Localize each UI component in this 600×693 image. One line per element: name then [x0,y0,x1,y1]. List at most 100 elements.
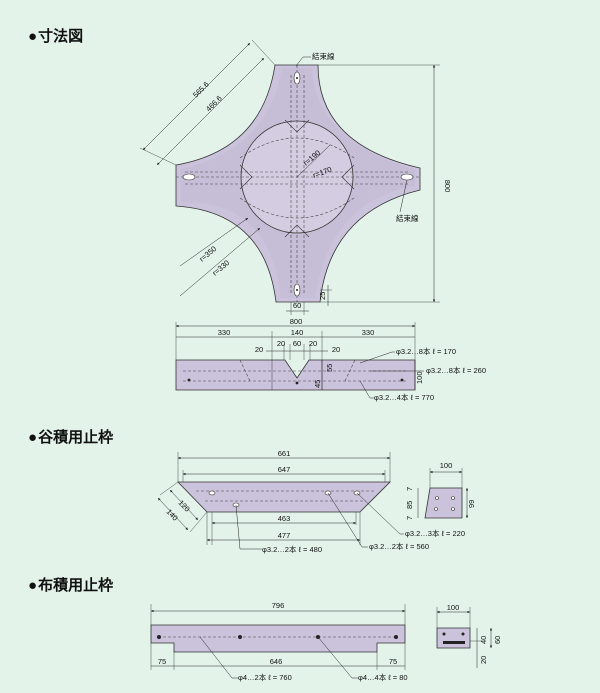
nuno-frame-view: 796 75 646 75 φ4…2本 ℓ = 760 φ4…4本 ℓ = 80… [150,601,502,682]
notch-bottom [284,224,310,238]
dim-466-label: 466.6 [204,94,224,114]
hole [435,496,439,500]
hole [238,635,242,639]
elevation-body [175,359,416,391]
heading-dimension-drawing: ●寸法図 [28,25,83,46]
dim-120-label: 120 [177,498,192,513]
dim-20-label: 20 [255,345,263,354]
notch-right [341,164,355,190]
nuno-bar-b-label: φ4…4本 ℓ = 80 [358,672,408,682]
plan-view: 565.6 466.6 結束線 結束線 r=190 r=170 r=350 r=… [139,39,452,315]
ext-line [189,511,208,533]
bar1-label: φ3.2…8本 ℓ = 170 [396,346,456,356]
sec-85-label: 85 [405,501,414,509]
notch-left [239,164,253,190]
dim-565-label: 565.6 [191,80,211,100]
nuno-section-bar [443,641,465,644]
bullet-icon: ● [28,429,38,446]
hole [295,381,299,385]
dim-646-label: 646 [270,657,283,666]
nuno-bar-b-leader [317,636,358,679]
r350-leader [179,217,249,267]
nuno-bar-a-leader [199,636,238,679]
sec-20-label: 20 [479,656,488,664]
dim-466-line [156,57,265,166]
dim-20-label: 20 [332,345,340,354]
tani-bar-a-label: φ3.2…2本 ℓ = 480 [262,544,322,554]
dim-100-label: 100 [415,371,424,384]
tani-frame-body [177,481,391,513]
dim-60-label: 60 [293,339,301,348]
ext-line [159,481,179,496]
tie-hole-right [400,173,414,181]
dim-75-left-label: 75 [158,657,166,666]
dim-647-label: 647 [278,465,291,474]
hole-center [296,289,298,291]
heading-tani-frame: ●谷積用止枠 [28,426,113,447]
nuno-bar-a-label: φ4…2本 ℓ = 760 [238,672,292,682]
hole [187,378,191,382]
tani-section [424,487,463,519]
r190-leader [296,144,331,178]
dim-463-label: 463 [278,514,291,523]
hole [394,635,398,639]
r330-leader [179,227,261,297]
nuno-frame-body [150,624,406,653]
tani-frame-view: 661 647 463 477 120 140 φ3.2…2本 ℓ = 480 [157,449,476,554]
bar3-leader [359,380,374,399]
hole-center [296,77,298,79]
hole [400,378,404,382]
dim-800-label: 800 [290,317,303,326]
heading-text: 寸法図 [38,28,84,45]
sec-99-label: 99 [467,500,476,508]
bullet-icon: ● [28,28,38,45]
dim-800-vertical-label: 800 [443,180,452,193]
rebar-hidden [239,359,251,382]
arc-hidden [239,137,355,159]
r350-label: r=350 [198,244,219,263]
tie-hole-left [182,173,196,181]
tani-bar-a-leader [235,504,262,550]
sec-100-label: 100 [440,461,453,470]
dim-75-right-label: 75 [389,657,397,666]
sec-7-label: 7 [405,516,414,520]
hole [451,496,455,500]
dim-140-label: 140 [165,507,180,522]
bullet-icon: ● [28,577,38,594]
dim-330-left-label: 330 [218,328,231,337]
dim-661-label: 661 [278,449,291,458]
sec-100-label: 100 [447,603,460,612]
notch-top [284,119,310,133]
dim-140-line [157,497,189,531]
nuno-section [436,627,471,649]
dim-20-label: 20 [309,339,317,348]
hole [157,635,161,639]
hole [461,632,465,636]
tani-bar-b-leader [327,492,368,548]
heading-nuno-frame: ●布積用止枠 [28,574,113,595]
sec-7-label: 7 [405,487,414,491]
dim-330-right-label: 330 [362,328,375,337]
tani-bar-c-leader [356,492,404,535]
dim-55-label: 55 [325,364,334,372]
sec-60-label: 60 [493,636,502,644]
tie-leader-top [295,56,311,67]
tani-bar-b-label: φ3.2…2本 ℓ = 560 [369,541,429,551]
hole [208,490,216,496]
tie-label-top: 結束線 [312,51,335,61]
r330-label: r=330 [211,258,232,277]
dim-20-label: 20 [277,339,285,348]
elevation-view: 800 330 140 330 20 20 60 20 20 45 55 100 [175,317,486,402]
sec-40-label: 40 [479,636,488,644]
ext-line [251,39,276,66]
dim-60-label: 60 [293,301,301,310]
bar3-label: φ3.2…4本 ℓ = 770 [374,392,434,402]
hole [434,507,438,511]
bar2-label: φ3.2…8本 ℓ = 260 [426,365,486,375]
arc-hidden [239,197,355,219]
rebar-hidden [344,359,356,382]
tani-bar-c-label: φ3.2…3本 ℓ = 220 [405,528,465,538]
dim-796-label: 796 [272,601,285,610]
